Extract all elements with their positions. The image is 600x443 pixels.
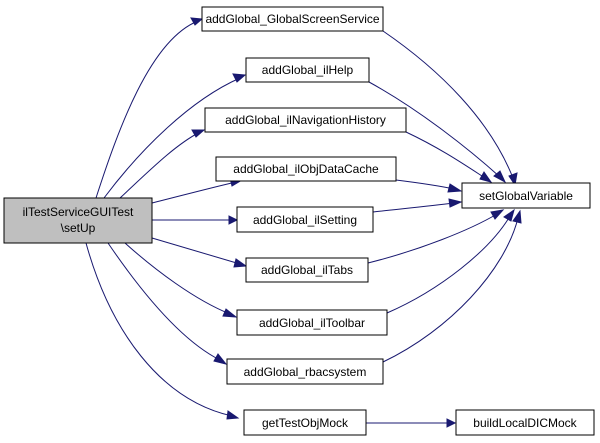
node-iltoolbar-label: addGlobal_ilToolbar (259, 316, 365, 330)
node-build-local-dic-mock-label: buildLocalDICMock (473, 416, 577, 430)
node-rbacsystem[interactable]: addGlobal_rbacsystem (226, 358, 384, 385)
node-iltabs-label: addGlobal_ilTabs (261, 263, 353, 277)
edge-root-to-screen-service (95, 17, 204, 199)
node-nav-history[interactable]: addGlobal_ilNavigationHistory (204, 107, 407, 133)
edge-screen-service-to-set-global (382, 30, 518, 187)
node-screen-service[interactable]: addGlobal_GlobalScreenService (201, 6, 384, 32)
edge-iltoolbar-to-set-global (386, 208, 515, 314)
edge-rbacsystem-to-set-global (382, 209, 522, 363)
node-set-global-variable[interactable]: setGlobalVariable (461, 182, 591, 209)
node-obj-data-cache-label: addGlobal_ilObjDataCache (233, 162, 379, 176)
node-build-local-dic-mock[interactable]: buildLocalDICMock (455, 409, 595, 436)
edge-root-to-obj-data-cache (151, 177, 244, 204)
node-root[interactable]: ilTestServiceGUITest \setUp (3, 197, 153, 244)
edge-iltabs-to-set-global (367, 209, 505, 264)
node-root-line-2: \setUp (61, 221, 96, 235)
edge-root-to-nav-history (119, 129, 206, 199)
edge-root-to-test-obj-mock (85, 242, 240, 420)
node-obj-data-cache[interactable]: addGlobal_ilObjDataCache (215, 156, 397, 182)
node-iltabs[interactable]: addGlobal_ilTabs (245, 257, 369, 283)
node-ilhelp[interactable]: addGlobal_ilHelp (245, 57, 370, 83)
edge-obj-data-cache-to-set-global (395, 179, 463, 193)
edge-root-to-iltoolbar (124, 242, 238, 318)
node-nav-history-label: addGlobal_ilNavigationHistory (225, 113, 386, 127)
node-ilsetting[interactable]: addGlobal_ilSetting (236, 206, 374, 233)
node-root-line-1: ilTestServiceGUITest (23, 205, 134, 219)
node-test-obj-mock[interactable]: getTestObjMock (243, 409, 367, 436)
edge-test-obj-mock-to-build-local-dic (366, 418, 457, 428)
edge-nav-history-to-set-global (405, 131, 493, 183)
edge-ilhelp-to-set-global (368, 81, 507, 184)
node-ilsetting-label: addGlobal_ilSetting (253, 213, 357, 227)
node-test-obj-mock-label: getTestObjMock (262, 416, 349, 430)
edge-root-to-ilsetting (152, 215, 239, 225)
node-rbacsystem-label: addGlobal_rbacsystem (244, 365, 367, 379)
node-ilhelp-label: addGlobal_ilHelp (262, 63, 354, 77)
node-set-global-variable-label: setGlobalVariable (479, 189, 573, 203)
edge-root-to-iltabs (151, 237, 248, 268)
edge-root-to-rbacsystem (107, 242, 228, 365)
edge-ilsetting-to-set-global (372, 198, 463, 213)
node-screen-service-label: addGlobal_GlobalScreenService (205, 12, 379, 26)
edge-root-to-ilhelp (103, 73, 247, 199)
node-iltoolbar[interactable]: addGlobal_ilToolbar (236, 309, 388, 336)
